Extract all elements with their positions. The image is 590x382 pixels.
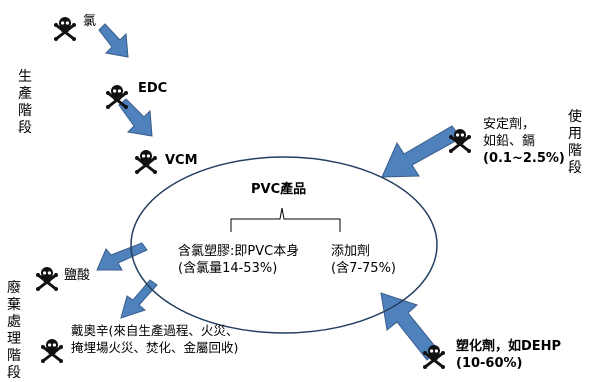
plasticizer-label: 塑化劑，如DEHP (10-60%) xyxy=(456,338,561,372)
stabilizer-label: 安定劑， 如鉛、鎘 (0.1~2.5%) xyxy=(483,116,565,167)
dioxin-label: 戴奧辛(來自生產過程、火災、 掩埋場火災、焚化、金屬回收) xyxy=(71,322,238,356)
arrow-chlorine-to-edc xyxy=(98,23,129,58)
stage-production-label: 生產階段 xyxy=(18,69,32,136)
additives-line2: (含7-75%) xyxy=(331,261,397,276)
stabilizer-line1: 安定劑， xyxy=(483,117,536,132)
dioxin-line2: 掩埋場火災、焚化、金屬回收) xyxy=(71,340,239,355)
additives-line1: 添加劑 xyxy=(331,244,371,259)
stabilizer-line2: 如鉛、鎘 xyxy=(483,134,536,149)
skull-crossbones-icon xyxy=(34,265,60,293)
chlorine-plastic-line1: 含氯塑膠:即PVC本身 xyxy=(178,244,300,259)
plasticizer-line1: 塑化劑，如DEHP xyxy=(456,339,562,354)
skull-crossbones-icon xyxy=(133,148,159,176)
pvc-product-ellipse xyxy=(130,156,438,334)
stage-use-label: 使用階段 xyxy=(568,109,582,176)
additives-label: 添加劑 (含7-75%) xyxy=(331,243,396,277)
pvc-product-title: PVC產品 xyxy=(251,182,307,197)
chlorine-plastic-line2: (含氯量14-53%) xyxy=(178,261,278,276)
stage-disposal-label: 廢棄處理階段 xyxy=(7,280,21,381)
skull-crossbones-icon xyxy=(39,337,65,365)
chlorine-label: 氯 xyxy=(83,14,97,29)
dioxin-line1: 戴奧辛(來自生產過程、火災、 xyxy=(71,323,239,338)
vcm-label: VCM xyxy=(165,153,198,168)
skull-crossbones-icon xyxy=(52,15,78,43)
chlorine-plastic-label: 含氯塑膠:即PVC本身 (含氯量14-53%) xyxy=(178,243,299,277)
plasticizer-line2: (10-60%) xyxy=(456,356,523,371)
edc-label: EDC xyxy=(138,81,168,96)
arrow-stabilizer-to-product xyxy=(381,125,462,178)
arrow-product-to-dioxin xyxy=(120,279,158,319)
stabilizer-line3: (0.1~2.5%) xyxy=(483,151,565,166)
arrow-product-to-hcl xyxy=(96,242,148,271)
category-brace xyxy=(230,207,341,232)
hcl-label: 鹽酸 xyxy=(64,268,91,283)
skull-crossbones-icon xyxy=(104,83,130,111)
